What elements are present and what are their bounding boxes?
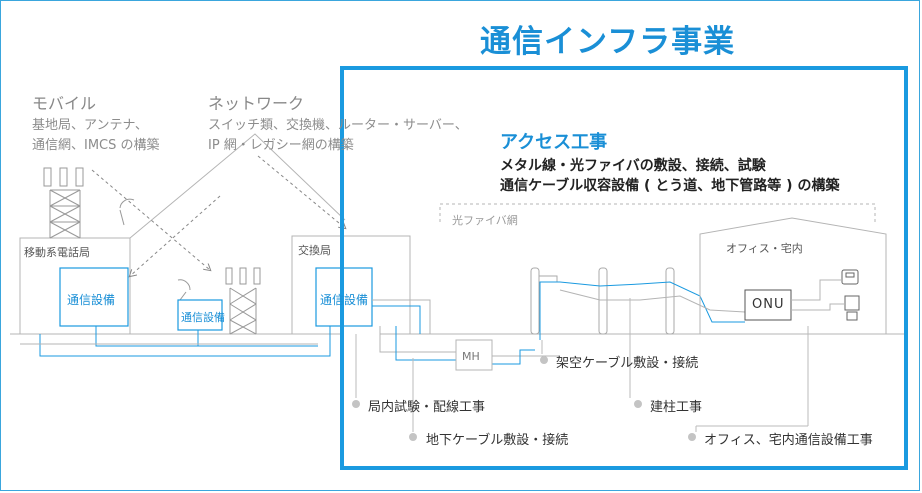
- network-desc-line-2: IP 網・レガシー網の構築: [208, 138, 354, 153]
- comm-equipment-box-exchange: [315, 267, 373, 327]
- mobile-station-building: [19, 237, 131, 334]
- roof-outline: [129, 133, 346, 239]
- fiber-network-label: 光ファイバ網: [452, 214, 518, 227]
- manhole-label: MH: [462, 350, 480, 363]
- onu-box: [744, 289, 792, 321]
- utility-poles: [530, 267, 675, 335]
- antenna-tower-middle: [177, 267, 261, 335]
- dashed-arrow-2: [130, 195, 221, 276]
- mobile-desc-line-1: 基地局、アンテナ、: [32, 118, 148, 133]
- callout-pole-work: 建柱工事: [650, 400, 703, 415]
- access-desc-line-2: 通信ケーブル収容設備 ( とう道、地下管路等 ) の構築: [500, 178, 840, 194]
- access-desc-line-1: メタル線・光ファイバの敷設、接続、試験: [500, 158, 766, 174]
- callout-dots: [352, 356, 696, 441]
- onu-to-phone: [791, 279, 842, 301]
- antenna-tower-left: [43, 167, 135, 239]
- office-building: [699, 217, 887, 334]
- comm-equipment-label-small: 通信設備: [181, 311, 225, 324]
- network-desc-line-1: スイッチ類、交換機、ルーター・サーバー、: [208, 118, 468, 133]
- aerial-cable-grey: [559, 289, 746, 313]
- mobile-heading: モバイル: [32, 94, 97, 113]
- manhole-box: [455, 339, 493, 371]
- access-heading: アクセス工事: [500, 132, 608, 153]
- mobile-desc-line-2: 通信網、IMCS の構築: [32, 138, 160, 153]
- fiber-network-bracket: [439, 203, 876, 222]
- mobile-station-label: 移動系電話局: [24, 246, 90, 259]
- exchange-label: 交換局: [298, 244, 331, 257]
- comm-equipment-box-small: [177, 299, 223, 331]
- page-title: 通信インフラ事業: [480, 24, 736, 60]
- comm-equipment-label-mobile: 通信設備: [67, 293, 116, 307]
- exchange-building: [291, 235, 411, 334]
- network-heading: ネットワーク: [208, 94, 305, 113]
- onu-label: ONU: [752, 297, 785, 312]
- comm-equipment-box-mobile: [59, 267, 129, 327]
- callout-underground-cable: 地下ケーブル敷設・接続: [426, 433, 569, 448]
- callout-aerial-cable: 架空ケーブル敷設・接続: [556, 356, 699, 371]
- comm-equipment-label-exchange: 通信設備: [320, 293, 369, 307]
- underground-cables: [20, 299, 560, 365]
- callout-station-testing: 局内試験・配線工事: [368, 400, 486, 415]
- callout-leaders: [355, 298, 809, 432]
- dashed-arrow-3: [257, 155, 345, 228]
- dashed-arrow-1: [91, 169, 210, 270]
- computer-icon: [844, 295, 860, 321]
- callout-office-equipment: オフィス、宅内通信設備工事: [704, 433, 873, 448]
- infrastructure-frame: [340, 66, 908, 470]
- onu-to-pc: [791, 303, 845, 311]
- telephone-icon: [841, 269, 859, 285]
- aerial-cable-blue: [539, 281, 745, 340]
- office-home-label: オフィス・宅内: [726, 242, 803, 255]
